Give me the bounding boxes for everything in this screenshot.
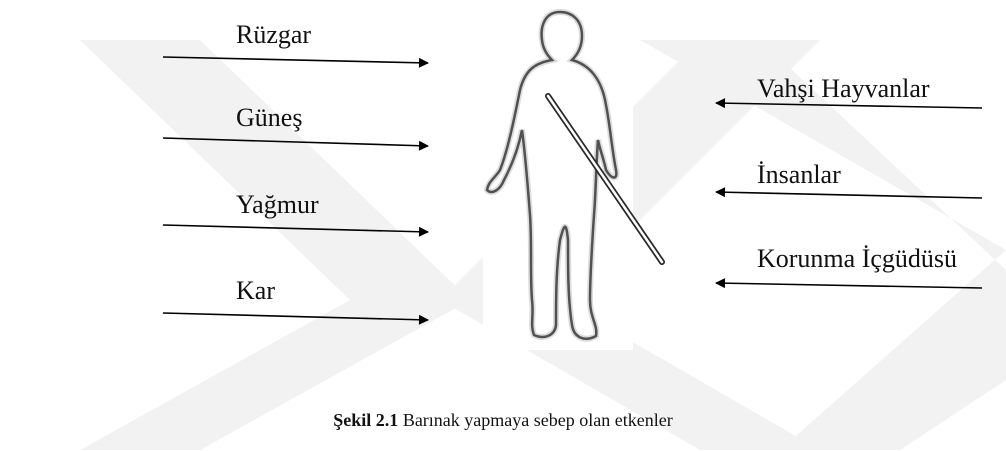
figure-caption-text: Barınak yapmaya sebep olan etkenler <box>402 410 673 430</box>
arrows <box>162 56 983 325</box>
arrow-left-2 <box>162 137 429 151</box>
arrow-left-1 <box>162 56 429 68</box>
factor-label-left-2: Güneş <box>236 103 303 132</box>
figure-caption: Şekil 2.1 Barınak yapmaya sebep olan etk… <box>0 410 1006 431</box>
arrow-right-2 <box>715 187 983 199</box>
arrow-right-3 <box>715 278 983 289</box>
figure-number: Şekil 2.1 <box>333 410 399 430</box>
factor-label-right-3: Korunma İçgüdüsü <box>757 244 958 273</box>
arrow-left-4 <box>162 312 429 325</box>
human-figure <box>483 8 665 350</box>
factor-label-right-1: Vahşi Hayvanlar <box>757 74 930 103</box>
factor-label-left-1: Rüzgar <box>236 20 312 49</box>
arrow-right-1 <box>715 98 983 109</box>
factor-label-left-3: Yağmur <box>236 190 319 219</box>
factor-label-left-4: Kar <box>236 276 275 305</box>
factor-label-right-2: İnsanlar <box>757 160 841 189</box>
arrow-left-3 <box>162 224 429 237</box>
